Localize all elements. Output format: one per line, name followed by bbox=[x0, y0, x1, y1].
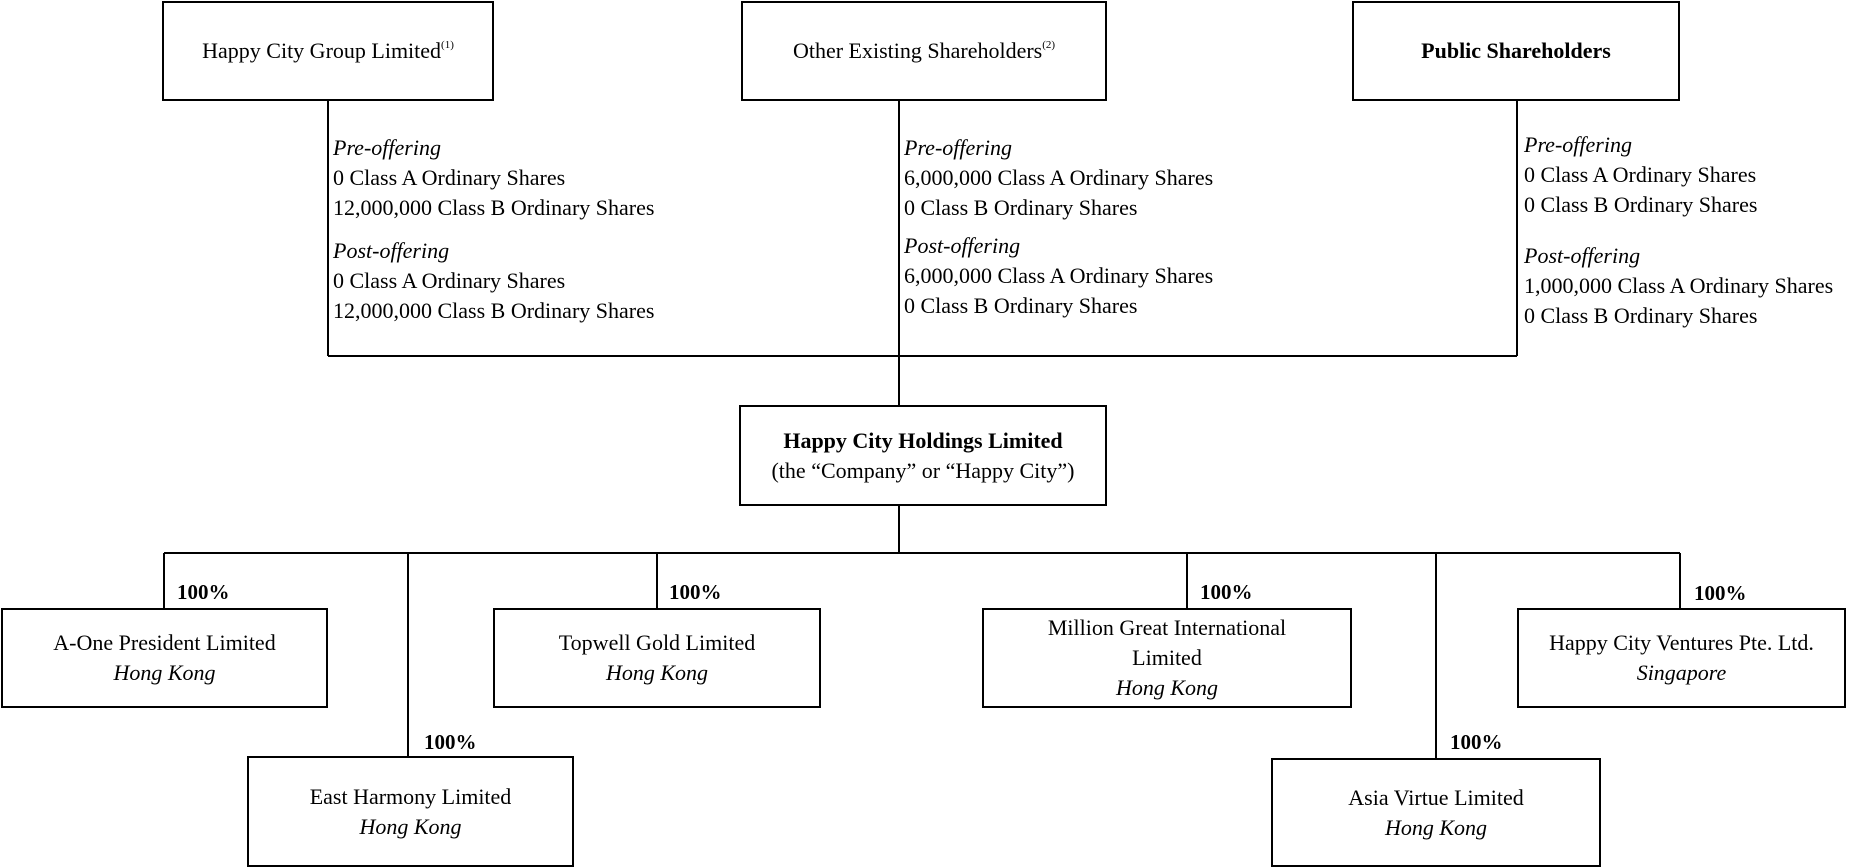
shareholder-box-public: Public Shareholders bbox=[1352, 1, 1680, 101]
pre-offering-line: 0 Class A Ordinary Shares bbox=[1524, 162, 1757, 187]
ownership-percentage: 100% bbox=[424, 730, 477, 754]
post-offering-line: 6,000,000 Class A Ordinary Shares bbox=[904, 263, 1214, 288]
post-offering-line: 0 Class B Ordinary Shares bbox=[1524, 303, 1758, 328]
shareholder-box-happy-city-group: Happy City Group Limited(1) bbox=[162, 1, 494, 101]
subsidiary-name: Asia Virtue Limited bbox=[1348, 784, 1524, 810]
post-offering-line: 0 Class A Ordinary Shares bbox=[333, 268, 566, 293]
post-offering-label: Post-offering bbox=[1524, 243, 1641, 268]
shareholder-box-other-existing: Other Existing Shareholders(2) bbox=[741, 1, 1107, 101]
subsidiary-name: Topwell Gold Limited bbox=[558, 630, 756, 655]
subsidiary-location: Hong Kong bbox=[1115, 675, 1219, 700]
subsidiary-location: Hong Kong bbox=[605, 660, 709, 685]
post-offering-line: 0 Class B Ordinary Shares bbox=[904, 293, 1138, 318]
ownership-percentage: 100% bbox=[1450, 730, 1503, 754]
subsidiary-location: Singapore bbox=[1636, 660, 1727, 685]
post-offering-label: Post-offering bbox=[333, 238, 450, 263]
footnote-marker: (1) bbox=[441, 38, 454, 51]
post-offering-line: 1,000,000 Class A Ordinary Shares bbox=[1524, 273, 1834, 298]
company-name: Happy City Holdings Limited bbox=[783, 427, 1063, 453]
subsidiary-location: Hong Kong bbox=[113, 660, 216, 685]
pre-offering-label: Pre-offering bbox=[333, 135, 441, 160]
subsidiary-box-east-harmony: East Harmony Limited Hong Kong bbox=[247, 756, 574, 867]
subsidiary-name: Happy City Ventures Pte. Ltd. bbox=[1549, 630, 1814, 655]
footnote-marker: (2) bbox=[1042, 38, 1056, 51]
subsidiary-name: Million Great International Limited bbox=[1047, 615, 1287, 670]
subsidiary-location: Hong Kong bbox=[1384, 814, 1488, 840]
pre-offering-label: Pre-offering bbox=[904, 135, 1012, 160]
pre-offering-line: 6,000,000 Class A Ordinary Shares bbox=[904, 165, 1214, 190]
subsidiary-box-topwell-gold: Topwell Gold Limited Hong Kong bbox=[493, 608, 821, 708]
subsidiary-name: A-One President Limited bbox=[53, 630, 276, 655]
subsidiary-box-million-great: Million Great International Limited Hong… bbox=[982, 608, 1352, 708]
ownership-percentage: 100% bbox=[669, 580, 722, 604]
shareholding-info-happy-city-group: Pre-offering 0 Class A Ordinary Shares 1… bbox=[333, 133, 654, 326]
shareholding-info-public: Pre-offering 0 Class A Ordinary Shares 0… bbox=[1524, 130, 1833, 331]
post-offering-line: 12,000,000 Class B Ordinary Shares bbox=[333, 298, 655, 323]
pre-offering-line: 0 Class B Ordinary Shares bbox=[904, 195, 1138, 220]
pre-offering-line: 0 Class B Ordinary Shares bbox=[1524, 192, 1758, 217]
subsidiary-box-happy-city-ventures: Happy City Ventures Pte. Ltd. Singapore bbox=[1517, 608, 1846, 708]
subsidiary-name: East Harmony Limited bbox=[309, 783, 512, 809]
ownership-percentage: 100% bbox=[1694, 581, 1747, 605]
pre-offering-line: 12,000,000 Class B Ordinary Shares bbox=[333, 195, 655, 220]
subsidiary-box-a-one-president: A-One President Limited Hong Kong bbox=[1, 608, 328, 708]
pre-offering-label: Pre-offering bbox=[1524, 132, 1632, 157]
shareholder-name: Other Existing Shareholders bbox=[792, 38, 1043, 63]
shareholding-info-other-existing: Pre-offering 6,000,000 Class A Ordinary … bbox=[904, 133, 1213, 321]
shareholder-name: Public Shareholders bbox=[1421, 38, 1611, 63]
subsidiary-location: Hong Kong bbox=[359, 813, 462, 839]
shareholder-name: Happy City Group Limited bbox=[202, 38, 442, 63]
post-offering-label: Post-offering bbox=[904, 233, 1021, 258]
company-box: Happy City Holdings Limited (the “Compan… bbox=[739, 405, 1107, 506]
ownership-percentage: 100% bbox=[177, 580, 230, 604]
company-subtitle: (the “Company” or “Happy City”) bbox=[771, 457, 1075, 483]
subsidiary-box-asia-virtue: Asia Virtue Limited Hong Kong bbox=[1271, 758, 1601, 867]
pre-offering-line: 0 Class A Ordinary Shares bbox=[333, 165, 566, 190]
ownership-percentage: 100% bbox=[1200, 580, 1253, 604]
